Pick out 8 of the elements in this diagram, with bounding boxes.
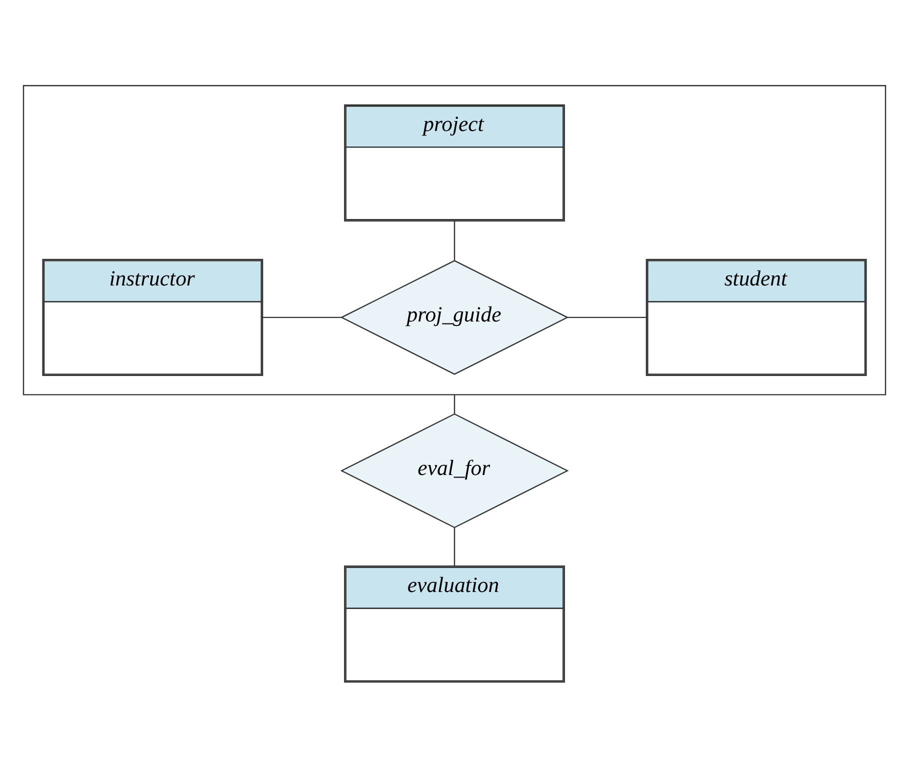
node-diamond: eval_for bbox=[340, 413, 568, 528]
connector bbox=[567, 316, 646, 318]
connector bbox=[453, 528, 455, 566]
node-diamond: proj_guide bbox=[340, 260, 568, 375]
cluster bbox=[22, 85, 886, 396]
connector bbox=[453, 394, 455, 414]
connector bbox=[262, 316, 341, 318]
connector bbox=[453, 221, 455, 260]
